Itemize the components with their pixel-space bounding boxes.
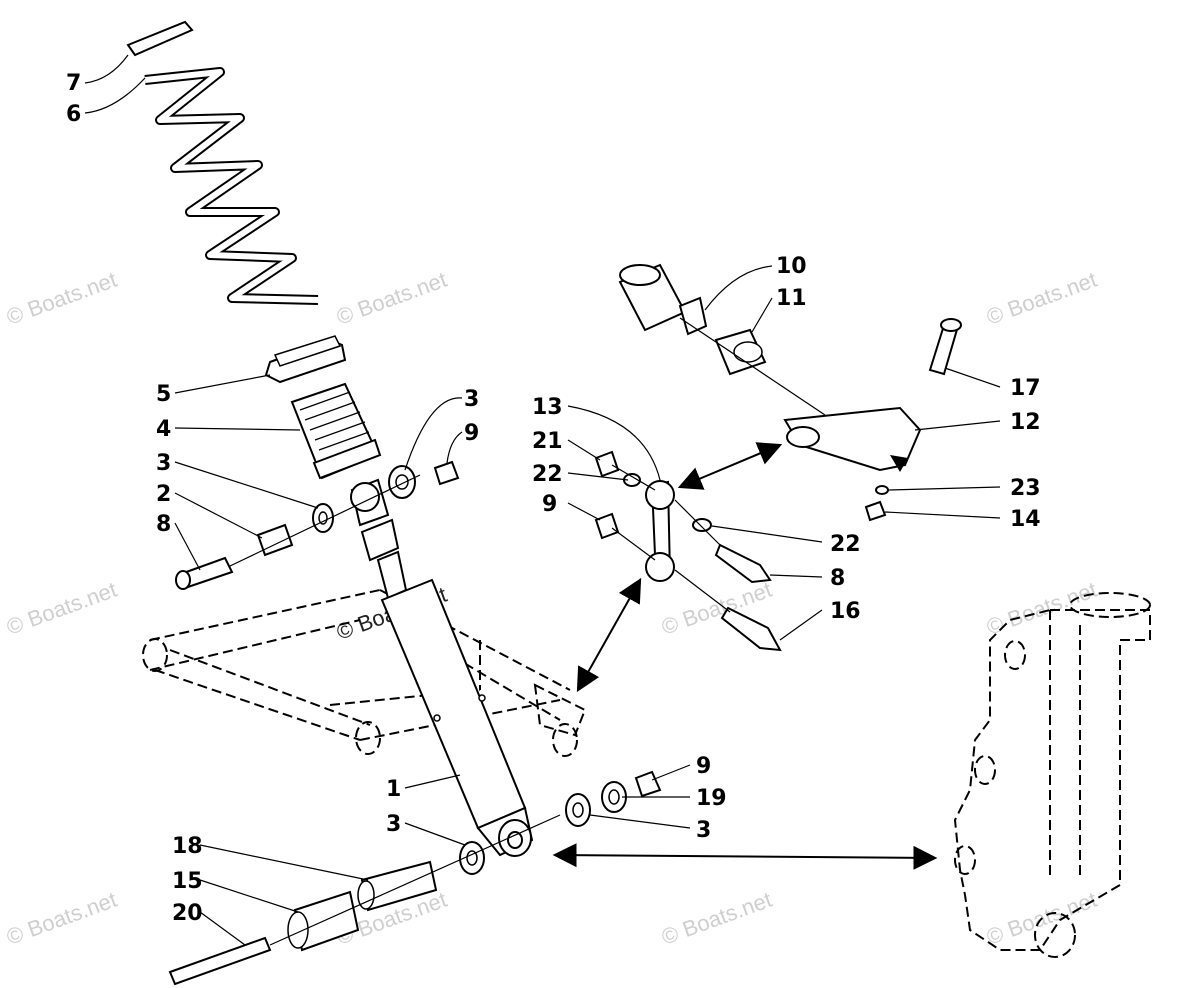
callout-19: 19 <box>696 786 727 811</box>
spindle-phantom <box>953 592 1151 958</box>
callout-15: 15 <box>172 869 203 894</box>
callout-14: 14 <box>1010 507 1041 532</box>
coil-spring <box>126 20 319 305</box>
callout-23: 23 <box>1010 476 1041 501</box>
callout-labels: 7 6 5 4 3 2 8 3 9 1 3 18 15 20 9 19 3 13… <box>66 71 1041 926</box>
callout-3: 3 <box>464 387 479 412</box>
callout-12: 12 <box>1010 410 1041 435</box>
watermark: © Boats.net <box>983 267 1100 330</box>
callout-3: 3 <box>696 818 711 843</box>
watermark: © Boats.net <box>658 887 775 950</box>
lower-mount-hardware <box>168 770 662 986</box>
watermark: © Boats.net <box>3 887 120 950</box>
callout-3: 3 <box>386 812 401 837</box>
callout-17: 17 <box>1010 376 1041 401</box>
callout-21: 21 <box>532 429 563 454</box>
watermark: © Boats.net <box>3 267 120 330</box>
callout-8: 8 <box>156 512 171 537</box>
callout-9: 9 <box>464 421 479 446</box>
callout-2: 2 <box>156 482 171 507</box>
spring-adjuster <box>290 382 382 480</box>
sway-bar-linkage <box>594 263 962 652</box>
shock-absorber <box>350 478 534 857</box>
leader-lines <box>84 54 1001 946</box>
callout-9: 9 <box>696 754 711 779</box>
callout-4: 4 <box>156 417 171 442</box>
callout-22: 22 <box>532 462 563 487</box>
callout-9: 9 <box>542 492 557 517</box>
callout-10: 10 <box>776 254 807 279</box>
callout-13: 13 <box>532 395 563 420</box>
callout-1: 1 <box>386 777 401 802</box>
callout-3: 3 <box>156 451 171 476</box>
callout-11: 11 <box>776 286 807 311</box>
callout-18: 18 <box>172 834 203 859</box>
callout-7: 7 <box>66 71 81 96</box>
connection-arrows <box>552 442 938 870</box>
callout-6: 6 <box>66 102 81 127</box>
watermark: © Boats.net <box>333 267 450 330</box>
spring-seat <box>264 335 347 384</box>
upper-mount-hardware <box>175 460 460 590</box>
callout-22: 22 <box>830 532 861 557</box>
callout-20: 20 <box>172 901 203 926</box>
callout-16: 16 <box>830 599 861 624</box>
watermark: © Boats.net <box>3 577 120 640</box>
callout-5: 5 <box>156 382 171 407</box>
callout-8: 8 <box>830 566 845 591</box>
